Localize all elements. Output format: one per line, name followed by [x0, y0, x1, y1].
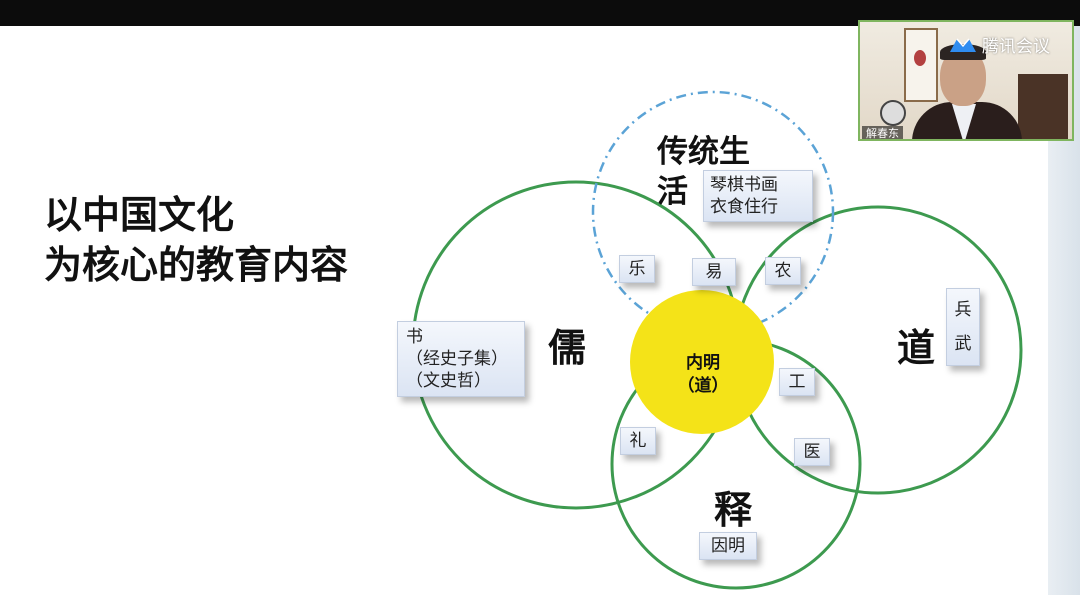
- slide-title-line-1: 以中国文化: [44, 193, 235, 237]
- left-box-line-3: （文史哲）: [406, 371, 491, 391]
- bottom-circle-box: 因明: [699, 532, 757, 560]
- center-label: 内明 （道）: [640, 352, 766, 398]
- right-box-line-1: 兵: [954, 300, 972, 320]
- left-box-line-1: 书: [406, 327, 423, 347]
- participant-hair: [940, 44, 986, 60]
- right-circle-box: 兵 武: [946, 288, 980, 366]
- top-circle: [591, 90, 835, 334]
- meeting-brand-text: 腾讯会议: [982, 37, 1050, 57]
- right-box-line-2: 武: [954, 334, 972, 354]
- slide-title-line-2: 为核心的教育内容: [44, 243, 349, 287]
- slide-title: 以中国文化 为核心的教育内容: [44, 190, 348, 290]
- overlap-box-gong: 工: [779, 368, 815, 396]
- participant-video[interactable]: 腾讯会议 解春东: [858, 20, 1074, 141]
- center-label-line-1: 内明: [686, 353, 720, 373]
- participant-name: 解春东: [862, 126, 903, 139]
- overlap-box-nong: 农: [765, 257, 801, 285]
- center-circle: [630, 290, 774, 434]
- overlap-box-yi: 易: [692, 258, 736, 286]
- center-label-line-2: （道）: [677, 376, 729, 396]
- top-box-line-1: 琴棋书画: [710, 175, 778, 195]
- lamp: [880, 100, 906, 126]
- top-circle-box: 琴棋书画 衣食住行: [703, 170, 813, 222]
- top-circle-label: 传统生活: [657, 134, 750, 210]
- tencent-meeting-icon: [950, 38, 976, 52]
- top-box-line-2: 衣食住行: [710, 197, 778, 217]
- left-circle-box: 书 （经史子集） （文史哲）: [397, 321, 525, 397]
- left-box-line-2: （经史子集）: [406, 349, 508, 369]
- meeting-brand: 腾讯会议: [948, 32, 1050, 57]
- overlap-box-li: 礼: [620, 427, 656, 455]
- left-circle-label: 儒: [548, 326, 587, 370]
- overlap-box-le: 乐: [619, 255, 655, 283]
- bookshelf: [1018, 74, 1068, 139]
- bottom-circle-label: 释: [714, 488, 753, 532]
- right-circle-label: 道: [897, 326, 936, 370]
- wall-painting: [904, 28, 938, 102]
- overlap-box-yi-medicine: 医: [794, 438, 830, 466]
